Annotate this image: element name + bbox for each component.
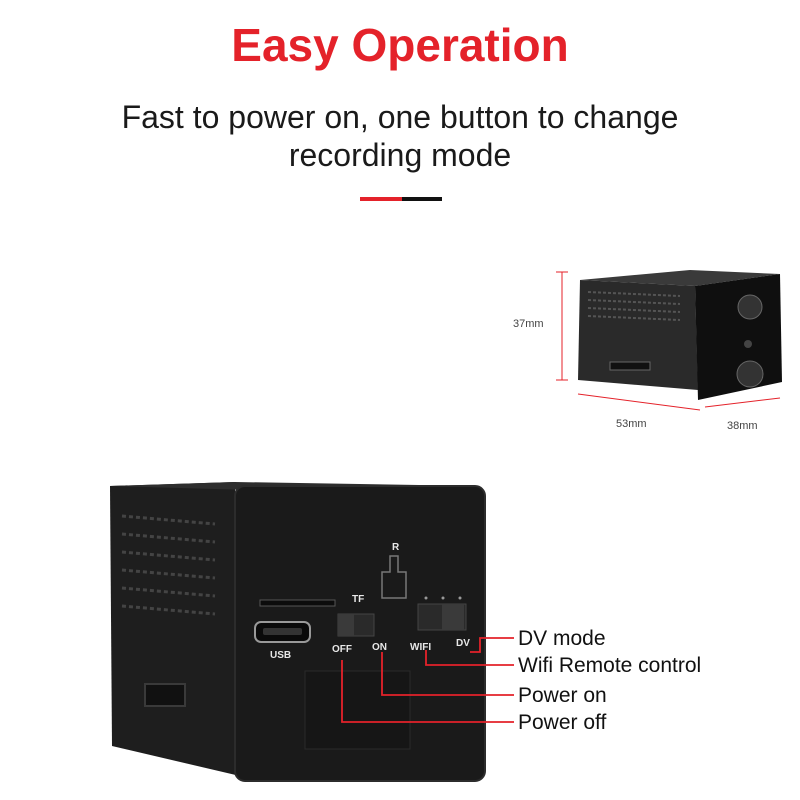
dim-length-label: 53mm [616,418,647,430]
annotation-power-off: Power off [518,711,607,734]
dv-label: DV [456,638,470,649]
reset-label: R [392,542,400,553]
on-label: ON [372,642,387,653]
page-subtitle: Fast to power on, one button to change r… [60,98,740,174]
annotation-power-on: Power on [518,684,607,707]
small-camera-illustration [556,270,782,411]
divider-black [402,197,442,201]
annotation-wifi-remote: Wifi Remote control [518,654,702,677]
annotation-dv-mode: DV mode [518,627,606,650]
dim-height-label: 37mm [513,318,544,330]
subtitle-line-1: Fast to power on, one button to change [121,99,679,135]
subtitle-line-2: recording mode [288,137,512,173]
tf-label: TF [352,594,364,605]
page-title: Easy Operation [231,19,569,71]
large-camera-illustration: R TF USB OFF ON WIFI DV [110,482,486,782]
divider-red [360,197,402,201]
off-label: OFF [332,644,352,655]
dim-depth-label: 38mm [727,420,758,432]
usb-label: USB [270,650,291,661]
wifi-label: WIFI [410,642,431,653]
